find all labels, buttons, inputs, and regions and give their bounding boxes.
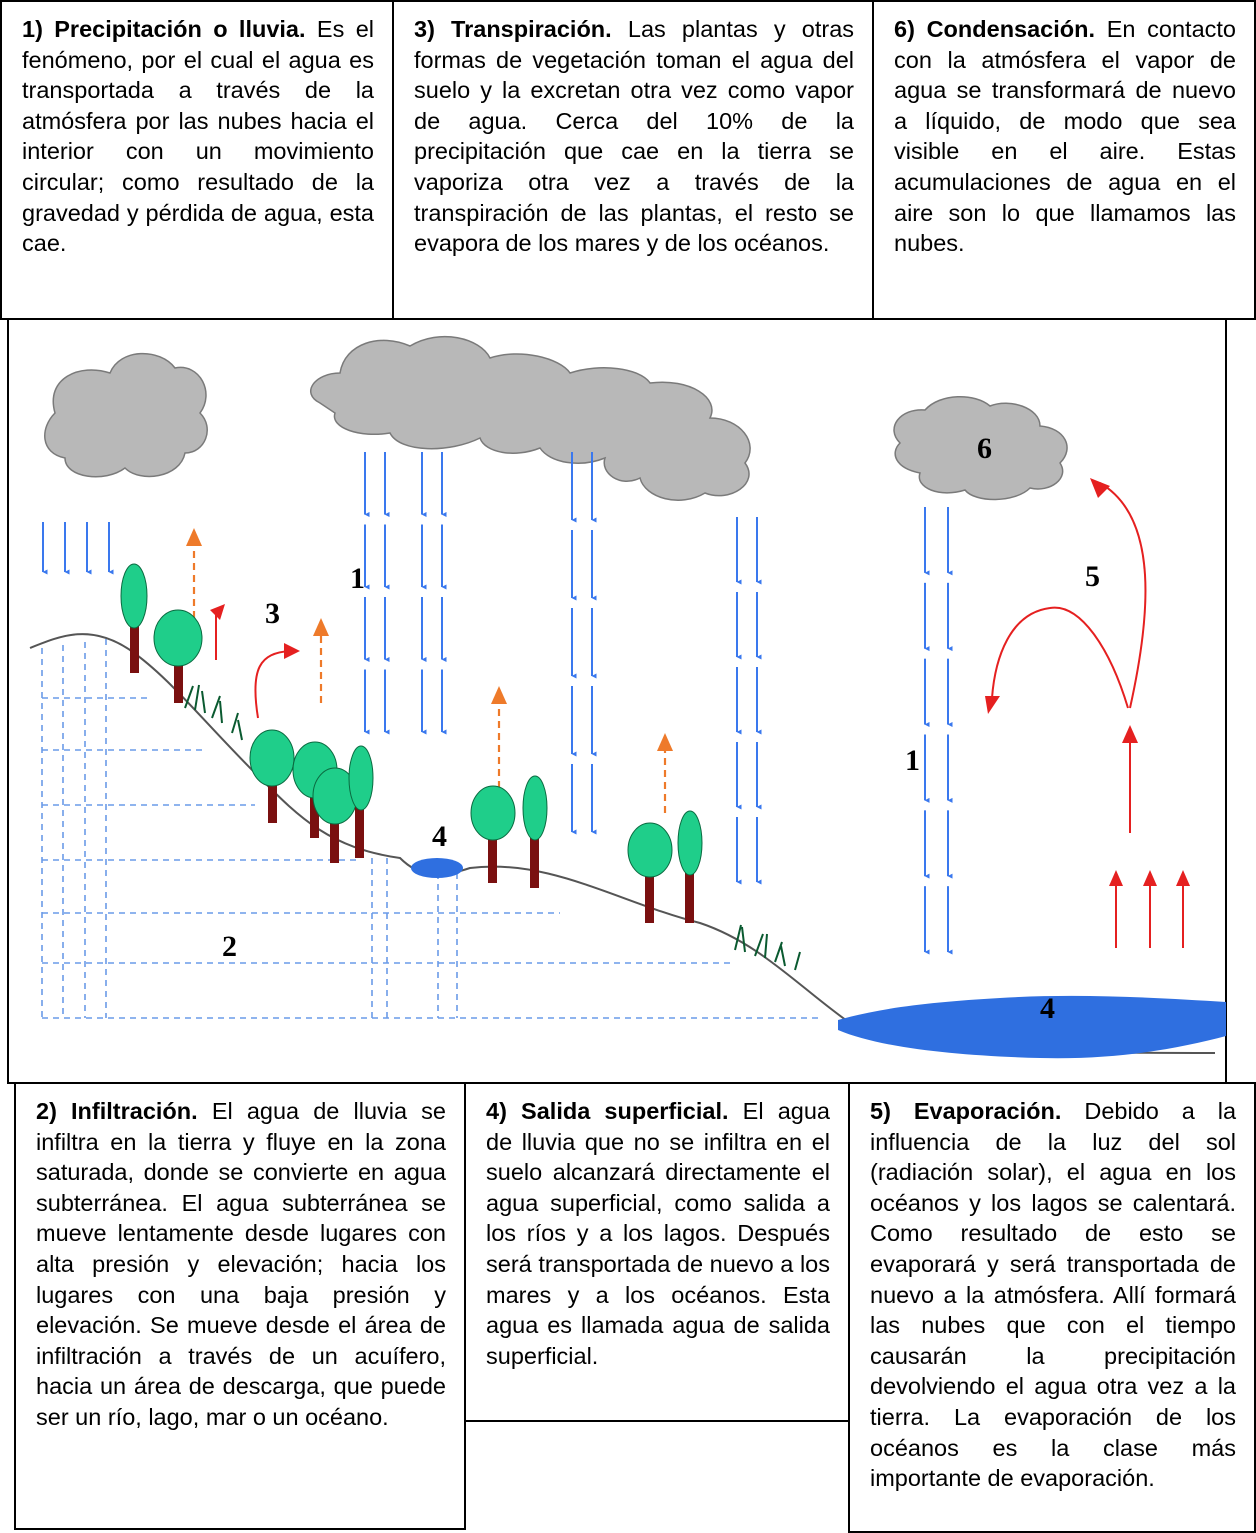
cloud-center — [310, 335, 751, 501]
box-precipitacion-title: 1) Precipitación o lluvia. — [22, 16, 306, 42]
box-infiltracion-text: El agua de lluvia se infiltra en la tier… — [36, 1098, 446, 1430]
label-1-upper: 1 — [350, 562, 365, 595]
box-precipitacion-text: Es el fenómeno, por el cual el agua es t… — [22, 16, 375, 257]
box-condensacion-text: En contacto con la atmósfera el vapor de… — [894, 16, 1237, 257]
cloud-left — [44, 352, 208, 478]
label-4-ocean: 4 — [1040, 992, 1055, 1025]
clouds — [44, 335, 1068, 501]
label-1-lower: 1 — [905, 744, 920, 777]
box-evaporacion: 5) Evaporación. Debido a la influencia d… — [848, 1082, 1256, 1533]
groundwater-grid — [41, 639, 820, 1019]
grass — [184, 684, 801, 971]
label-4-lake: 4 — [432, 820, 447, 853]
box-condensacion-title: 6) Condensación. — [894, 16, 1096, 42]
label-2: 2 — [222, 930, 237, 963]
box-evaporacion-title: 5) Evaporación. — [870, 1098, 1062, 1124]
box-condensacion: 6) Condensación. En contacto con la atmó… — [872, 0, 1256, 320]
cloud-right — [893, 395, 1068, 501]
tree — [153, 609, 203, 703]
trees — [120, 563, 703, 923]
tree — [677, 810, 703, 923]
tree — [348, 745, 374, 858]
box-infiltracion-title: 2) Infiltración. — [36, 1098, 198, 1124]
tree — [249, 729, 295, 823]
rain-arrows — [42, 452, 953, 955]
small-lake — [411, 858, 463, 878]
box-salida-superficial-text: El agua de lluvia que no se infiltra en … — [486, 1098, 830, 1369]
box-precipitacion: 1) Precipitación o lluvia. Es el fenómen… — [0, 0, 394, 320]
tree — [470, 785, 516, 883]
box-transpiracion-title: 3) Transpiración. — [414, 16, 612, 42]
transpiration-arrowheads — [186, 528, 673, 751]
label-5: 5 — [1085, 560, 1100, 593]
box-infiltracion: 2) Infiltración. El agua de lluvia se in… — [14, 1082, 466, 1530]
label-3: 3 — [265, 597, 280, 630]
water-cycle-diagram: 1 1 2 3 4 4 5 6 — [7, 318, 1227, 1084]
ocean — [838, 995, 1226, 1059]
box-transpiracion: 3) Transpiración. Las plantas y otras fo… — [392, 0, 874, 320]
box-evaporacion-text: Debido a la influencia de la luz del sol… — [870, 1098, 1237, 1492]
evaporation-arrowheads — [210, 478, 1190, 886]
evaporation-arrows — [215, 482, 1184, 948]
diagram-labels: 1 1 2 3 4 4 5 6 — [222, 432, 1100, 1025]
label-6: 6 — [977, 432, 992, 465]
transpiration-arrows — [192, 538, 667, 813]
box-salida-superficial-title: 4) Salida superficial. — [486, 1098, 729, 1124]
tree — [522, 775, 548, 888]
tree — [120, 563, 148, 673]
box-transpiracion-text: Las plantas y otras formas de vegetación… — [414, 16, 855, 257]
tree — [627, 822, 673, 923]
box-salida-superficial: 4) Salida superficial. El agua de lluvia… — [464, 1082, 850, 1422]
